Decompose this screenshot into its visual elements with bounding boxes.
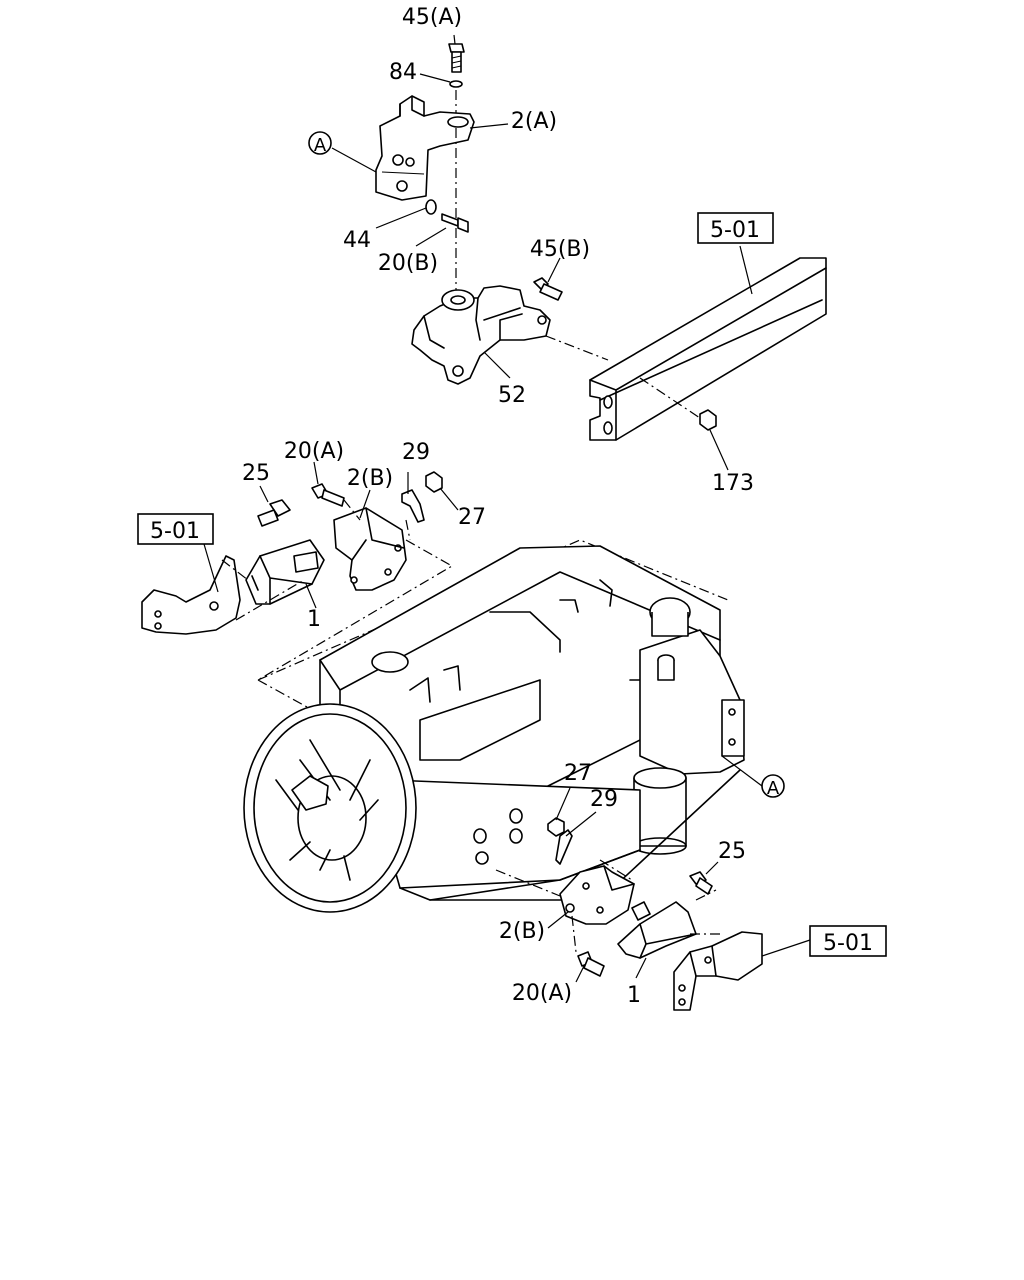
callout-25-top: 25 (242, 461, 270, 486)
callout-20b: 20(B) (378, 251, 438, 276)
callout-2b-bot: 2(B) (499, 919, 545, 944)
frame-ref-label: 5-01 (150, 519, 200, 544)
callout-20a-bot: 20(A) (512, 981, 572, 1006)
bolt-20b (441, 213, 469, 233)
callout-29-top: 29 (402, 440, 430, 465)
bolt-45a (448, 43, 465, 73)
nut-173 (699, 409, 717, 431)
engine-block (257, 539, 745, 901)
callout-27-bot: 27 (564, 761, 592, 786)
insulator-52 (411, 285, 551, 385)
callout-1-top: 1 (307, 607, 321, 632)
upper-mount-assembly (375, 43, 563, 385)
callout-45b: 45(B) (530, 237, 590, 262)
callout-27-top: 27 (458, 505, 486, 530)
callout-52: 52 (498, 383, 526, 408)
marker-label: A (767, 778, 780, 799)
reference-marker-a-top: A (308, 131, 332, 156)
left-mount-assembly (141, 471, 443, 635)
callout-44: 44 (343, 228, 371, 253)
marker-label: A (314, 135, 327, 156)
reference-marker-a-right: A (761, 774, 785, 799)
frame-ref-label: 5-01 (710, 218, 760, 243)
frame-ref-box-top: 5-01 (697, 212, 774, 244)
frame-ref-box-left: 5-01 (137, 513, 214, 545)
callout-45a: 45(A) (402, 5, 462, 30)
washer-44 (425, 199, 437, 215)
callout-2a: 2(A) (511, 109, 557, 134)
cooling-fan (243, 703, 417, 913)
callout-173: 173 (712, 471, 754, 496)
frame-ref-label: 5-01 (823, 931, 873, 956)
callout-84: 84 (389, 60, 417, 85)
leader-lines (203, 34, 811, 983)
callout-labels: 45(A) 84 2(A) 44 20(B) 45(B) 52 173 25 2… (242, 5, 754, 1008)
right-mount-assembly (495, 817, 763, 1011)
washer-84 (449, 80, 463, 88)
callout-29-bot: 29 (590, 787, 618, 812)
bracket-2a (375, 95, 475, 201)
bolt-45b (533, 277, 563, 301)
frame-rail (545, 257, 827, 441)
callout-25-bot: 25 (718, 839, 746, 864)
callout-20a-top: 20(A) (284, 439, 344, 464)
callout-2b-top: 2(B) (347, 466, 393, 491)
callout-1-bot: 1 (627, 983, 641, 1008)
oil-filter (633, 767, 687, 855)
frame-ref-box-right: 5-01 (809, 925, 887, 957)
